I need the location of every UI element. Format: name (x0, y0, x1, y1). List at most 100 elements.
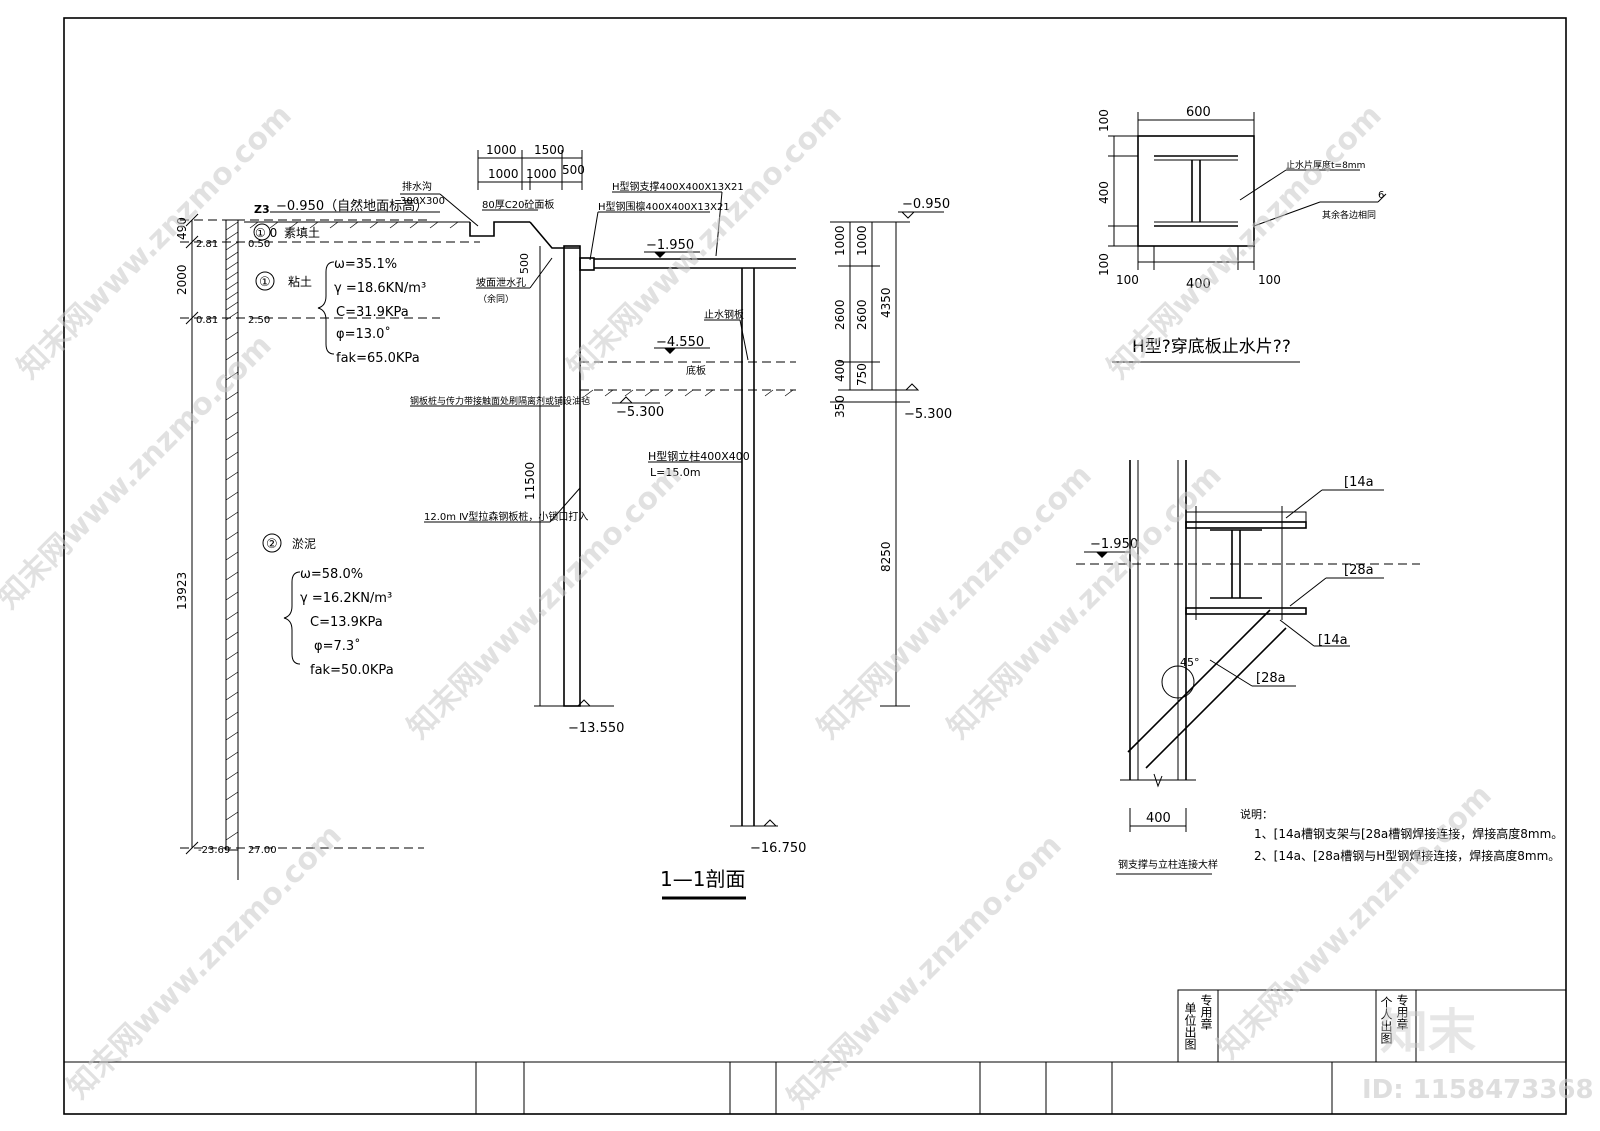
top-dim-1000a: 1000 (486, 143, 517, 157)
dim-490: 490 (175, 217, 189, 240)
dim-a2: 2600 (833, 299, 847, 330)
dim-a3: 400 (833, 359, 847, 382)
layer1-fak: fak=65.0KPa (336, 351, 420, 366)
drain-hole-note: （余同） (478, 293, 514, 305)
notes-heading: 说明： (1240, 807, 1273, 821)
elev-right-3: 27.00 (248, 845, 277, 856)
watermark-logo: 知末 (1380, 1004, 1476, 1060)
floor-slab-label: 底板 (686, 364, 706, 377)
plate-bot-mid: 400 (1186, 277, 1211, 292)
conn-label-14a-bot: [14a (1318, 633, 1348, 648)
ground-elevation: −0.950（自然地面标高） (276, 198, 428, 214)
watermark-id: ID: 1158473368 (1362, 1075, 1594, 1105)
general-notes: 说明： 1、[14a槽钢支架与[28a槽钢焊接连接，焊接高度8mm。 2、[14… (1240, 807, 1563, 863)
layer0-name: 素填土 (284, 226, 320, 240)
layer2-water-content: ω=58.0% (300, 567, 363, 582)
concrete-slab-label: 80厚C20砼面板 (482, 198, 554, 211)
plate-bot-left: 100 (1116, 273, 1139, 287)
pile-dim-11500: 11500 (523, 462, 537, 500)
ditch-label: 排水沟 (402, 180, 432, 193)
layer0-number: ① 0 (255, 226, 277, 240)
note-2: 2、[14a、[28a槽钢与H型钢焊接连接，焊接高度8mm。 (1254, 848, 1560, 863)
ditch-size: 300X300 (400, 196, 445, 207)
layer1-friction: φ=13.0˚ (336, 326, 391, 342)
top-dim-1500: 1500 (534, 143, 565, 157)
dim-b2: 2600 (855, 299, 869, 330)
section-1-1: −0.950（自然地面标高） 排水沟 300X300 500 80厚C20砼面板… (244, 143, 806, 900)
soil-column: Z3 (175, 203, 480, 880)
detail-waterstop-plate: 600 100 400 100 100 400 100 止水片厚度t=8mm (1097, 105, 1387, 363)
sheet-pile-label: 12.0m Ⅳ型拉森钢板桩，小锁口打入 (424, 510, 588, 523)
column-length: L=15.0m (650, 466, 701, 479)
strut-label: H型钢支撑400X400X13X21 (612, 180, 744, 193)
layer2-friction: φ=7.3˚ (314, 638, 361, 654)
pile-isolation-note: 钢板桩与传力带接触面处刷隔离剂或铺设油毡 (410, 395, 590, 407)
waterstop-label: 止水钢板 (704, 308, 744, 321)
layer2-name: 淤泥 (292, 537, 316, 551)
conn-label-28a-brace: [28a (1256, 671, 1286, 686)
plate-top-dim: 600 (1186, 105, 1211, 120)
conn-label-28a-top: [28a (1344, 563, 1374, 578)
dim-bottom-elev: −5.300 (904, 407, 952, 422)
layer1-number: ① (259, 275, 271, 290)
watermark-8: 知末网www.znzmo.com (61, 818, 349, 1106)
dim-13923: 13923 (175, 572, 189, 610)
elev-1950: −1.950 (646, 238, 694, 253)
waler-label: H型钢围檩400X400X13X21 (598, 200, 730, 213)
slope-dim: 500 (518, 253, 531, 274)
conn-title: 钢支撑与立柱连接大样 (1118, 858, 1218, 871)
elev-13550: −13.550 (568, 721, 624, 736)
layer2-cohesion: C=13.9KPa (310, 615, 383, 630)
plate-thickness-note: 止水片厚度t=8mm (1286, 159, 1365, 171)
layer1-water-content: ω=35.1% (334, 257, 397, 272)
dim-b3: 750 (855, 363, 869, 386)
borehole-id: Z3 (254, 203, 270, 216)
plate-left-top: 100 (1097, 109, 1111, 132)
elevation-dimensions: −0.950 1000 2600 400 1000 2600 750 350 4… (830, 197, 952, 707)
watermark-9: 知末网www.znzmo.com (781, 828, 1069, 1116)
dim-b4: 350 (833, 395, 847, 418)
plate-other-edges-note: 其余各边相同 (1322, 209, 1376, 221)
conn-label-14a-top: [14a (1344, 475, 1374, 490)
dim-top-elev: −0.950 (902, 197, 950, 212)
weld-size: 6 (1378, 190, 1384, 201)
plate-bot-right: 100 (1258, 273, 1281, 287)
section-title: 1—1剖面 (660, 867, 745, 891)
conn-dim-400: 400 (1146, 811, 1171, 826)
watermark-3: 知末网www.znzmo.com (561, 98, 849, 386)
detail-strut-connection: 45° −1.950 [14a [28a [14a [28a 400 钢支撑与立… (1076, 460, 1420, 875)
dim-c2: 8250 (879, 541, 893, 572)
elev-16750: −16.750 (750, 841, 806, 856)
elev-right-1: 0.50 (248, 239, 270, 250)
person-stamp-label: 个人出图 (1379, 996, 1393, 1044)
elev-4550: −4.550 (656, 335, 704, 350)
elev-right-2: 2.50 (248, 315, 270, 326)
brace-angle: 45° (1180, 656, 1200, 669)
layer1-name: 粘土 (288, 274, 312, 289)
layer2-unit-weight: γ =16.2KN/m³ (300, 591, 392, 606)
top-dim-500: 500 (562, 163, 585, 177)
watermark-4: 知末网www.znzmo.com (401, 458, 689, 746)
plate-title: H型?穿底板止水片?? (1132, 337, 1291, 357)
dim-a1: 1000 (833, 225, 847, 256)
layer1-cohesion: C=31.9KPa (336, 305, 409, 320)
watermark-5: 知末网www.znzmo.com (811, 458, 1099, 746)
layer1-unit-weight: γ =18.6KN/m³ (334, 281, 426, 296)
layer2-number: ② (266, 537, 278, 552)
unit-stamp-seal: 专用章 (1199, 993, 1213, 1030)
top-dim-1000b: 1000 (488, 167, 519, 181)
elev-left-1: 2.81 (196, 239, 218, 250)
elev-left-3: -23.69 (198, 845, 230, 856)
top-dim-1000c: 1000 (526, 167, 557, 181)
drain-hole-label: 坡面泄水孔 (476, 276, 526, 289)
column-label: H型钢立柱400X400 (648, 449, 750, 463)
plate-left-bot: 100 (1097, 253, 1111, 276)
dim-b1: 1000 (855, 225, 869, 256)
unit-stamp-label: 单位出图 (1183, 1002, 1197, 1050)
layer2-fak: fak=50.0KPa (310, 663, 394, 678)
elev-left-2: 0.81 (196, 315, 218, 326)
elev-5300: −5.300 (616, 405, 664, 420)
note-1: 1、[14a槽钢支架与[28a槽钢焊接连接，焊接高度8mm。 (1254, 826, 1563, 841)
title-block: 单位出图 专用章 个人出图 专用章 (1177, 989, 1567, 1063)
